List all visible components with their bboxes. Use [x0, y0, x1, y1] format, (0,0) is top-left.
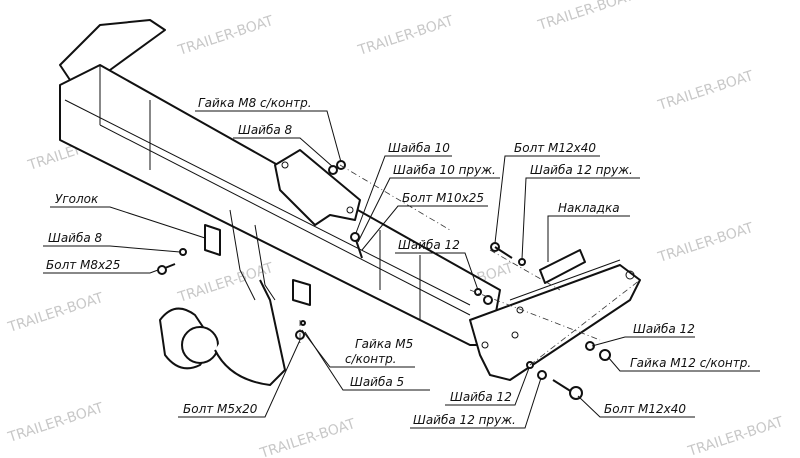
- label-bolt-m5x20: Болт М5х20: [183, 402, 258, 416]
- towbar-drawing: [59, 19, 641, 400]
- label-bolt-m10x25: Болт М10х25: [402, 191, 484, 205]
- label-washer-5: Шайба 5: [350, 375, 404, 389]
- watermark: TRAILER-BOAT: [655, 68, 755, 114]
- label-bolt-m12x40-top: Болт М12х40: [514, 141, 596, 155]
- label-angle: Уголок: [55, 192, 99, 206]
- watermark: TRAILER-BOAT: [535, 0, 635, 34]
- label-washer-10-spring: Шайба 10 пруж.: [393, 163, 496, 177]
- label-washer-12-mid: Шайба 12: [398, 238, 460, 252]
- label-bolt-m12x40-bottom: Болт М12х40: [604, 402, 686, 416]
- label-nut-m12: Гайка М12 с/контр.: [630, 356, 751, 370]
- label-nut-m5-line2: с/контр.: [345, 352, 397, 366]
- label-washer-12-bottom: Шайба 12: [450, 390, 512, 404]
- fasteners: [157, 160, 611, 400]
- watermark: TRAILER-BOAT: [5, 400, 105, 446]
- small-bracket: [292, 279, 311, 306]
- label-nut-m8: Гайка М8 с/контр.: [198, 96, 312, 110]
- watermark: TRAILER-BOAT: [355, 13, 455, 59]
- angle-bracket: [204, 224, 221, 256]
- tow-ball: [181, 326, 219, 364]
- label-washer-12-spring-top: Шайба 12 пруж.: [530, 163, 633, 177]
- watermark: TRAILER-BOAT: [257, 416, 357, 458]
- watermark: TRAILER-BOAT: [175, 13, 275, 59]
- watermark: TRAILER-BOAT: [5, 290, 105, 336]
- label-bolt-m8x25: Болт М8х25: [46, 258, 120, 272]
- label-nut-m5-line1: Гайка М5: [355, 337, 413, 351]
- label-washer-10: Шайба 10: [388, 141, 450, 155]
- callouts: Гайка М8 с/контр. Шайба 8 Шайба 10 Шайба…: [43, 96, 760, 429]
- overlay-plate: [539, 249, 586, 284]
- watermark: TRAILER-BOAT: [685, 414, 785, 458]
- top-plate: [274, 149, 361, 226]
- label-washer-8-left: Шайба 8: [48, 231, 103, 245]
- label-washer-12-right: Шайба 12: [633, 322, 695, 336]
- label-washer-8-top: Шайба 8: [238, 123, 293, 137]
- label-plate: Накладка: [558, 201, 620, 215]
- watermark: TRAILER-BOAT: [655, 220, 755, 266]
- watermarks: TRAILER-BOAT TRAILER-BOAT TRAILER-BOAT T…: [5, 0, 785, 458]
- label-washer-12-spring-bottom: Шайба 12 пруж.: [413, 413, 516, 427]
